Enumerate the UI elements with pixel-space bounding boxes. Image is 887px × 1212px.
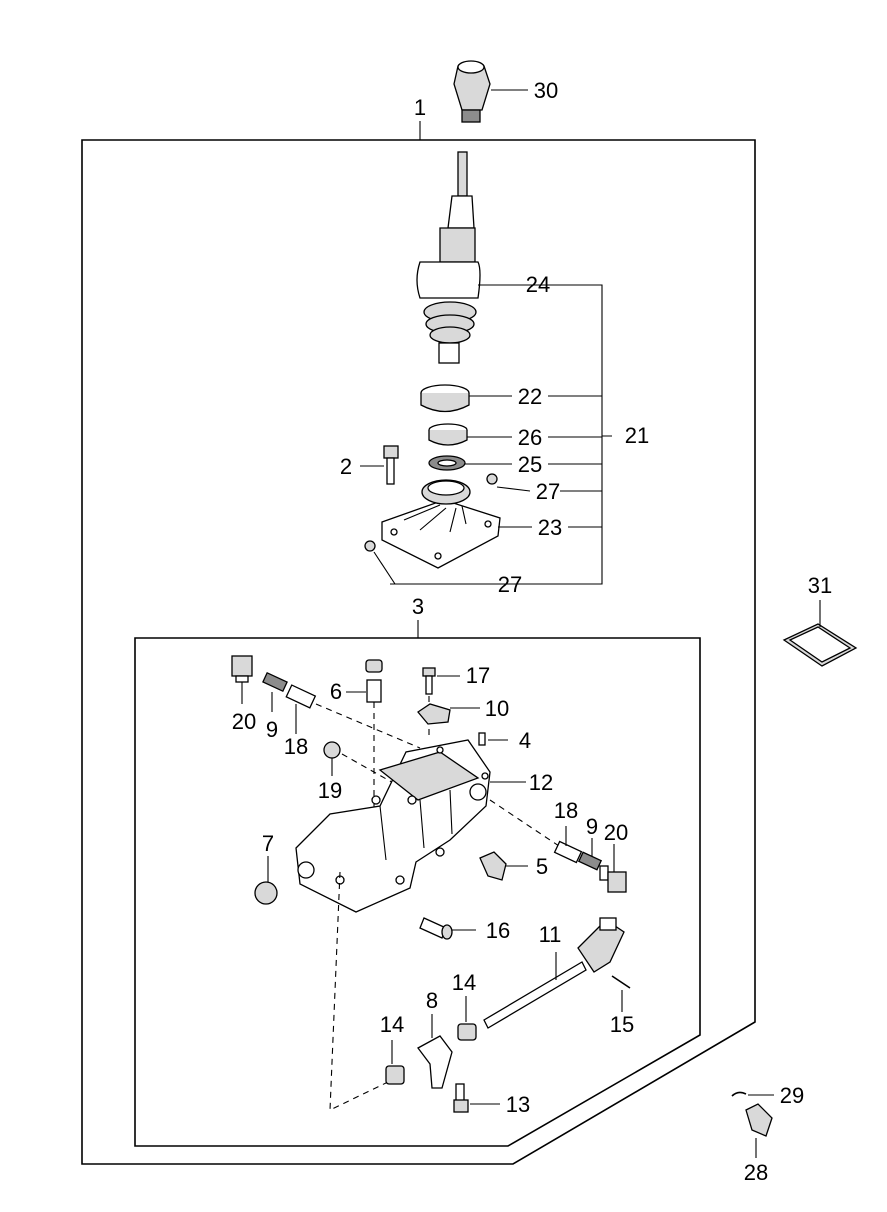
callout-20-left: 20 <box>232 709 256 734</box>
callout-25: 25 <box>518 452 542 477</box>
callout-27-lower: 27 <box>498 572 522 597</box>
callout-28: 28 <box>744 1160 768 1185</box>
callout-14-left: 14 <box>380 1012 404 1037</box>
dashed-guide-4 <box>341 753 421 799</box>
part-29-clip <box>731 1091 774 1097</box>
part-2-bolt <box>360 445 399 485</box>
part-16-pin <box>419 917 476 940</box>
part-13-bolt <box>453 1083 500 1113</box>
group-21-bracket <box>390 284 612 585</box>
dashed-guide-1 <box>315 703 421 749</box>
part-27-screw-upper <box>486 473 531 492</box>
part-18-pin-right <box>553 826 583 864</box>
callout-31: 31 <box>808 573 832 598</box>
part-25-seal <box>428 455 512 471</box>
part-19-nut <box>323 741 341 776</box>
callout-9-left: 9 <box>266 717 278 742</box>
callout-16: 16 <box>486 918 510 943</box>
part-14-bushing-right <box>457 996 477 1041</box>
part-20-plug-left <box>231 655 253 704</box>
callout-14-right: 14 <box>452 970 476 995</box>
part-9-spring-left <box>262 671 288 712</box>
callout-17: 17 <box>466 663 490 688</box>
part-31-cover <box>782 600 858 667</box>
callout-29: 29 <box>780 1083 804 1108</box>
callout-4: 4 <box>519 728 531 753</box>
part-15-roll-pin <box>611 975 631 1012</box>
part-18-pin-left <box>285 684 317 734</box>
callout-11: 11 <box>539 922 562 947</box>
callout-26: 26 <box>518 425 542 450</box>
assembly-3-frame <box>134 637 701 1147</box>
callout-10: 10 <box>485 696 509 721</box>
part-26-bushing <box>428 423 512 446</box>
part-14-bushing-left <box>385 1040 405 1085</box>
part-12-main-housing <box>295 739 526 913</box>
callout-15: 15 <box>610 1012 634 1037</box>
callout-30: 30 <box>534 78 558 103</box>
part-27-screw-lower <box>364 540 396 585</box>
callout-1: 1 <box>414 95 426 120</box>
dashed-guide-6 <box>329 871 389 1111</box>
part-6-bushing <box>346 659 383 703</box>
part-30-shift-knob <box>453 60 528 123</box>
callout-13: 13 <box>506 1092 530 1117</box>
part-20-plug-right <box>599 844 627 893</box>
dashed-guide-5 <box>489 799 563 849</box>
part-17-screw <box>422 667 460 695</box>
callout-19: 19 <box>318 778 342 803</box>
part-8-lever <box>417 1014 453 1089</box>
callout-9-right: 9 <box>586 814 598 839</box>
callout-18-left: 18 <box>284 734 308 759</box>
callout-8: 8 <box>426 988 438 1013</box>
part-23-lever-housing <box>381 479 532 569</box>
part-11-shift-rod <box>483 917 625 1029</box>
callout-7: 7 <box>262 831 274 856</box>
callout-20-right: 20 <box>604 820 628 845</box>
callout-21: 21 <box>625 423 649 448</box>
part-7-cap <box>254 856 278 905</box>
callout-22: 22 <box>518 384 542 409</box>
part-10-detent <box>417 703 480 725</box>
part-4-pin <box>478 732 508 746</box>
part-5-switch <box>479 851 528 881</box>
callout-5: 5 <box>536 854 548 879</box>
part-22-ring <box>420 384 512 413</box>
callout-2: 2 <box>340 454 352 479</box>
assembly-1-frame <box>81 139 756 1165</box>
callout-24: 24 <box>526 272 550 297</box>
part-9-spring-right <box>577 838 603 871</box>
callout-6: 6 <box>330 679 342 704</box>
callout-23: 23 <box>538 515 562 540</box>
callout-27-upper: 27 <box>536 479 560 504</box>
callout-3: 3 <box>412 594 424 619</box>
callout-12: 12 <box>529 770 553 795</box>
callout-18-right: 18 <box>554 798 578 823</box>
part-24-shift-lever <box>416 151 522 364</box>
part-28-sensor <box>745 1103 773 1158</box>
